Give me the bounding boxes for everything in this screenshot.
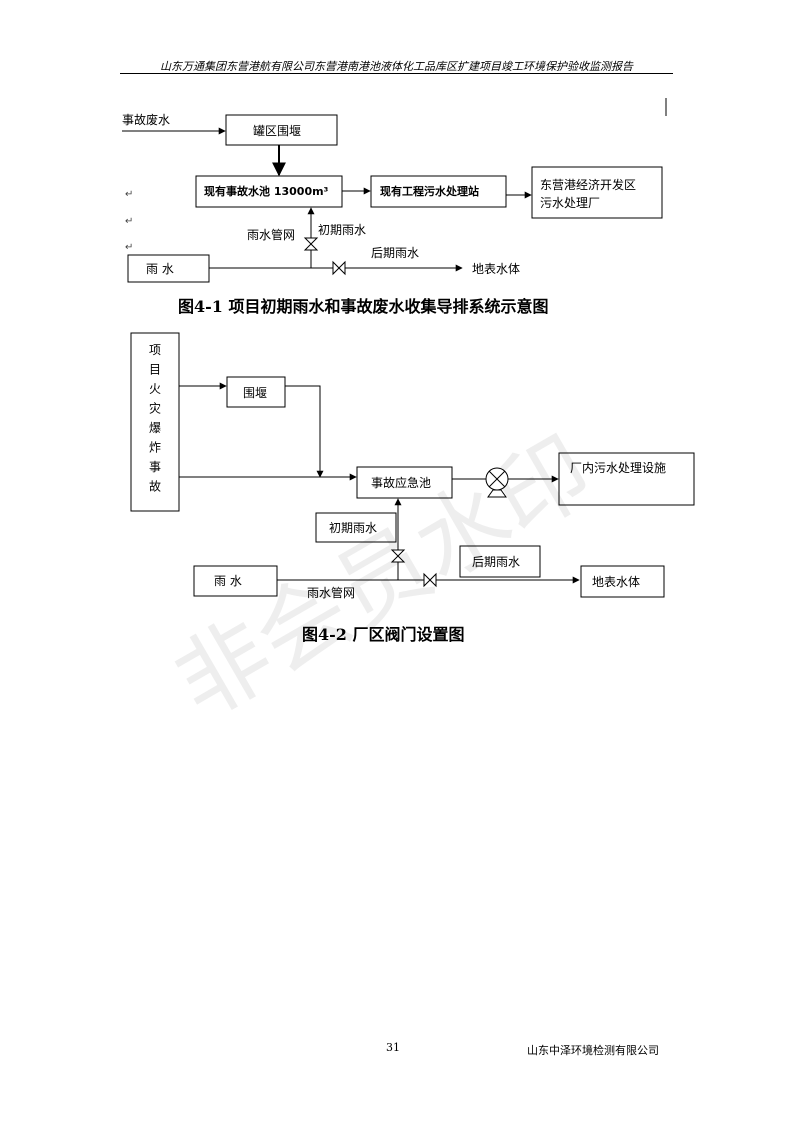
valve-icon <box>423 572 437 588</box>
rain-label-2: 雨 水 <box>214 574 242 588</box>
report-header: 山东万通集团东营港航有限公司东营港南港池液体化工品库区扩建项目竣工环境保护验收监… <box>160 60 633 73</box>
surface-water-label-2: 地表水体 <box>592 575 640 589</box>
fire-accident-char: 事 <box>149 460 161 474</box>
initial-rain-label-2: 初期雨水 <box>329 521 377 535</box>
valve-icon <box>332 260 346 276</box>
fire-accident-char: 故 <box>149 479 161 494</box>
fire-accident-box <box>130 332 180 512</box>
initial-rain-label-1: 初期雨水 <box>318 223 366 237</box>
fire-accident-char: 目 <box>149 363 161 377</box>
dev-zone-plant-line1: 东营港经济开发区 <box>540 177 636 192</box>
valve-icon <box>390 549 406 563</box>
fire-accident-char: 炸 <box>149 441 161 455</box>
emergency-pool-label: 事故应急池 <box>371 475 431 490</box>
accident-pool-label: 现有事故水池 13000m³ <box>204 184 329 198</box>
rain-label-1: 雨 水 <box>146 262 174 276</box>
fire-accident-char: 火 <box>149 382 161 396</box>
later-rain-label-1: 后期雨水 <box>371 246 419 260</box>
dev-zone-plant-box <box>531 166 663 219</box>
fire-accident-char: 灾 <box>149 401 161 416</box>
dike-label: 围堰 <box>243 386 267 400</box>
initial-rain-box <box>315 512 397 543</box>
svg-text:↵: ↵ <box>125 242 133 253</box>
svg-text:↵: ↵ <box>125 189 133 200</box>
rain-box-2 <box>193 565 278 597</box>
emergency-pool-box <box>356 466 453 499</box>
figure-4-1-caption: 图4-1 项目初期雨水和事故废水收集导排系统示意图 <box>178 297 548 316</box>
accident-wastewater-label: 事故废水 <box>122 112 170 127</box>
tank-dike-label: 罐区围堰 <box>253 124 301 138</box>
pump-icon <box>485 467 509 498</box>
plant-sewage-facility-box <box>558 452 695 506</box>
fire-accident-char: 项 <box>149 343 161 357</box>
header-rule <box>120 73 673 74</box>
svg-text:↵: ↵ <box>125 216 133 227</box>
surface-water-box <box>580 565 665 598</box>
later-rain-box <box>459 545 541 578</box>
fire-accident-char: 爆 <box>149 421 161 435</box>
surface-water-label-1: 地表水体 <box>472 262 520 276</box>
valve-icon <box>303 237 319 251</box>
rain-pipe-label-2: 雨水管网 <box>307 585 355 600</box>
plant-sewage-facility-label: 厂内污水处理设施 <box>570 461 666 475</box>
dike-box <box>226 376 286 408</box>
sewage-station-box <box>370 175 507 208</box>
footer-company: 山东中泽环境检测有限公司 <box>527 1044 659 1057</box>
later-rain-label-2: 后期雨水 <box>472 555 520 569</box>
sewage-station-label: 现有工程污水处理站 <box>380 184 479 198</box>
tank-dike-box <box>225 114 338 146</box>
dev-zone-plant-line2: 污水处理厂 <box>540 196 600 210</box>
rain-pipe-label-1: 雨水管网 <box>247 227 295 242</box>
figure-4-1: ↵ ↵ ↵ 事故废水 罐区围堰 现有事故水池 13000m³ 现有工程污水处理站… <box>122 98 667 283</box>
page-number: 31 <box>386 1041 400 1054</box>
figure-4-2-caption: 图4-2 厂区阀门设置图 <box>302 625 464 644</box>
